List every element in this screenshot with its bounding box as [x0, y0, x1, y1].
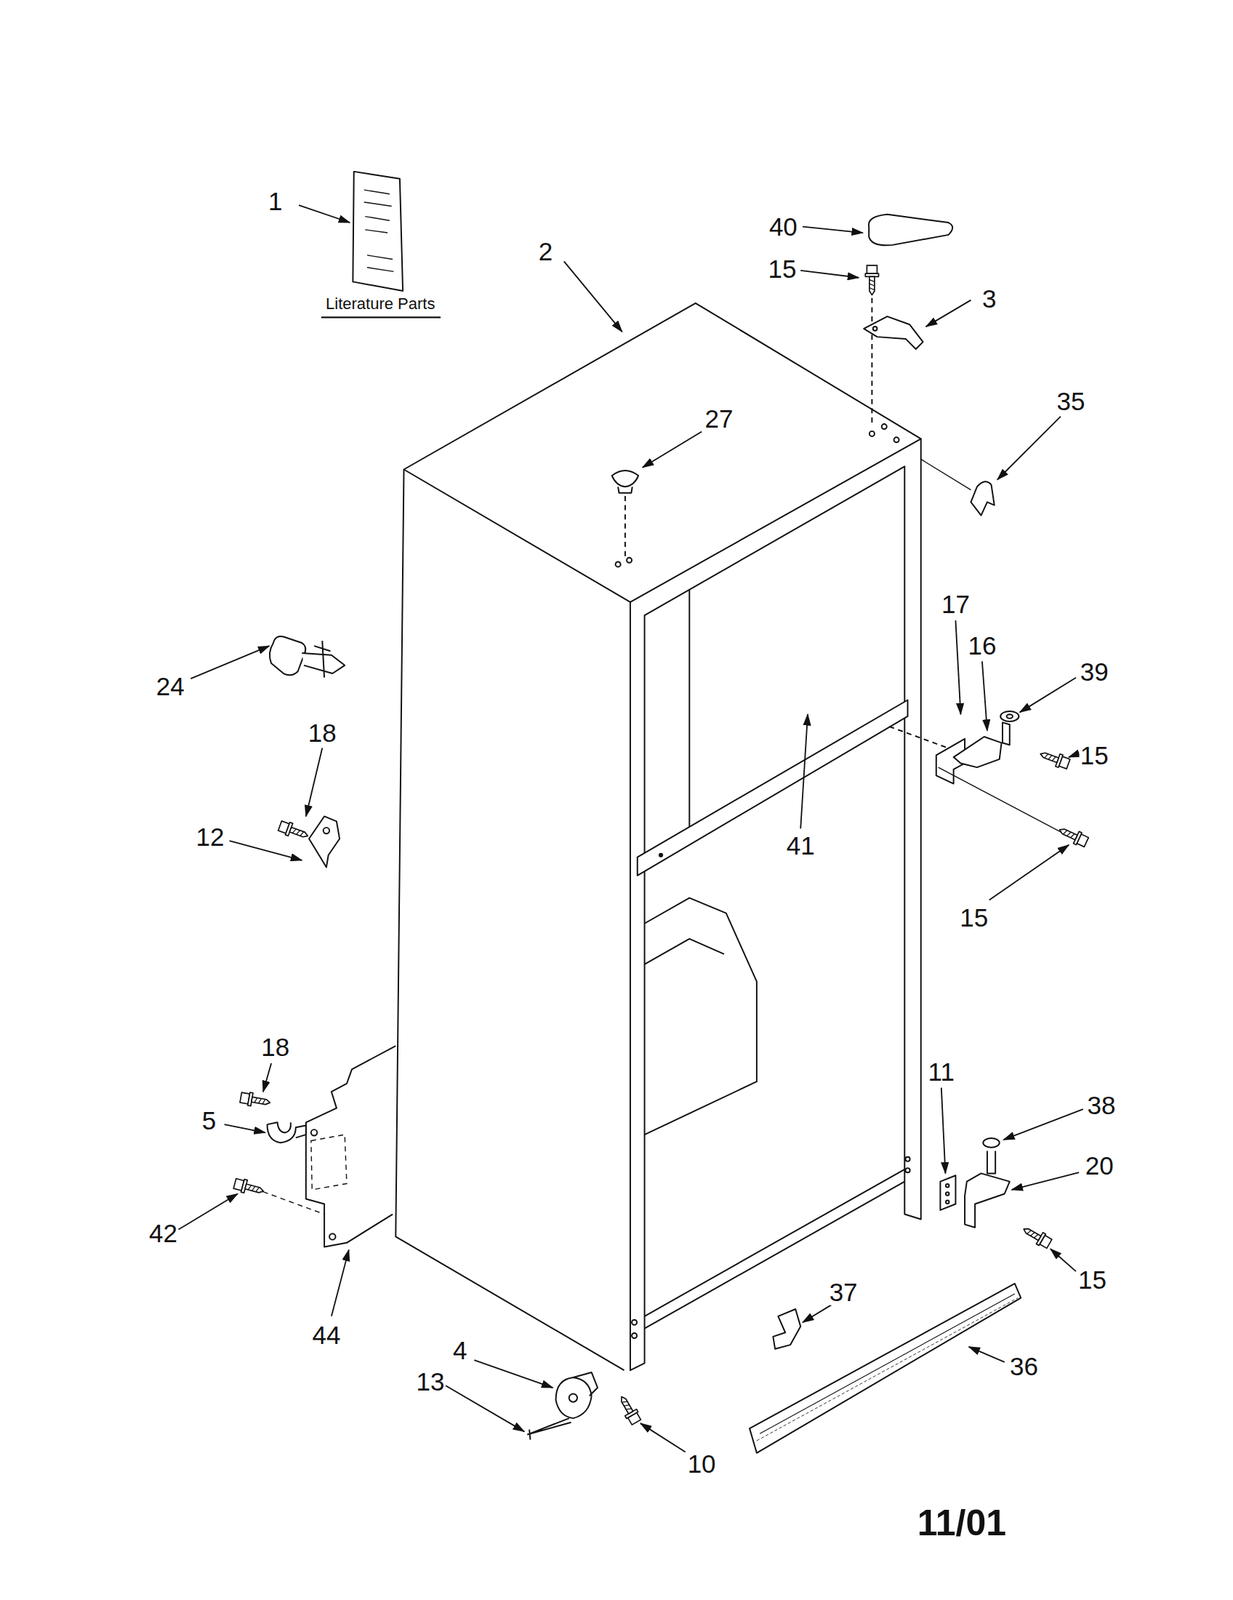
callout-number: 36	[1009, 1352, 1039, 1380]
callout-number: 24	[155, 671, 186, 699]
callout-number: 3	[981, 284, 997, 312]
callout-number: 15	[766, 254, 797, 282]
callout-number: 11	[927, 1057, 956, 1084]
callout-number: 10	[687, 1448, 717, 1476]
callout-number: 41	[785, 830, 816, 858]
callout-number: 4	[452, 1335, 468, 1363]
callout-number: 12	[195, 822, 226, 850]
date-code: 11/01	[916, 1503, 1007, 1542]
callout-number: 13	[415, 1367, 446, 1395]
callout-number: 18	[307, 719, 338, 746]
callout-number: 17	[940, 590, 971, 618]
callout-number: 40	[768, 213, 799, 240]
callout-number: 15	[958, 903, 989, 931]
callout-number: 16	[966, 631, 997, 658]
callout-number: 35	[1055, 387, 1086, 415]
callout-number: 27	[704, 404, 735, 432]
callout-number: 15	[1077, 1265, 1108, 1293]
callout-number: 42	[148, 1218, 179, 1246]
callout-number: 1	[267, 187, 283, 215]
callout-number: 2	[537, 237, 554, 265]
callout-number: 37	[828, 1277, 859, 1305]
callout-number: 44	[311, 1320, 341, 1348]
callout-number: 39	[1079, 657, 1110, 685]
callout-number: 5	[201, 1106, 217, 1134]
section-title: Literature Parts	[324, 295, 436, 313]
callout-number: 18	[260, 1033, 291, 1060]
callout-number: 38	[1086, 1091, 1117, 1119]
callout-number: 20	[1084, 1151, 1115, 1179]
callout-number: 15	[1079, 741, 1110, 769]
